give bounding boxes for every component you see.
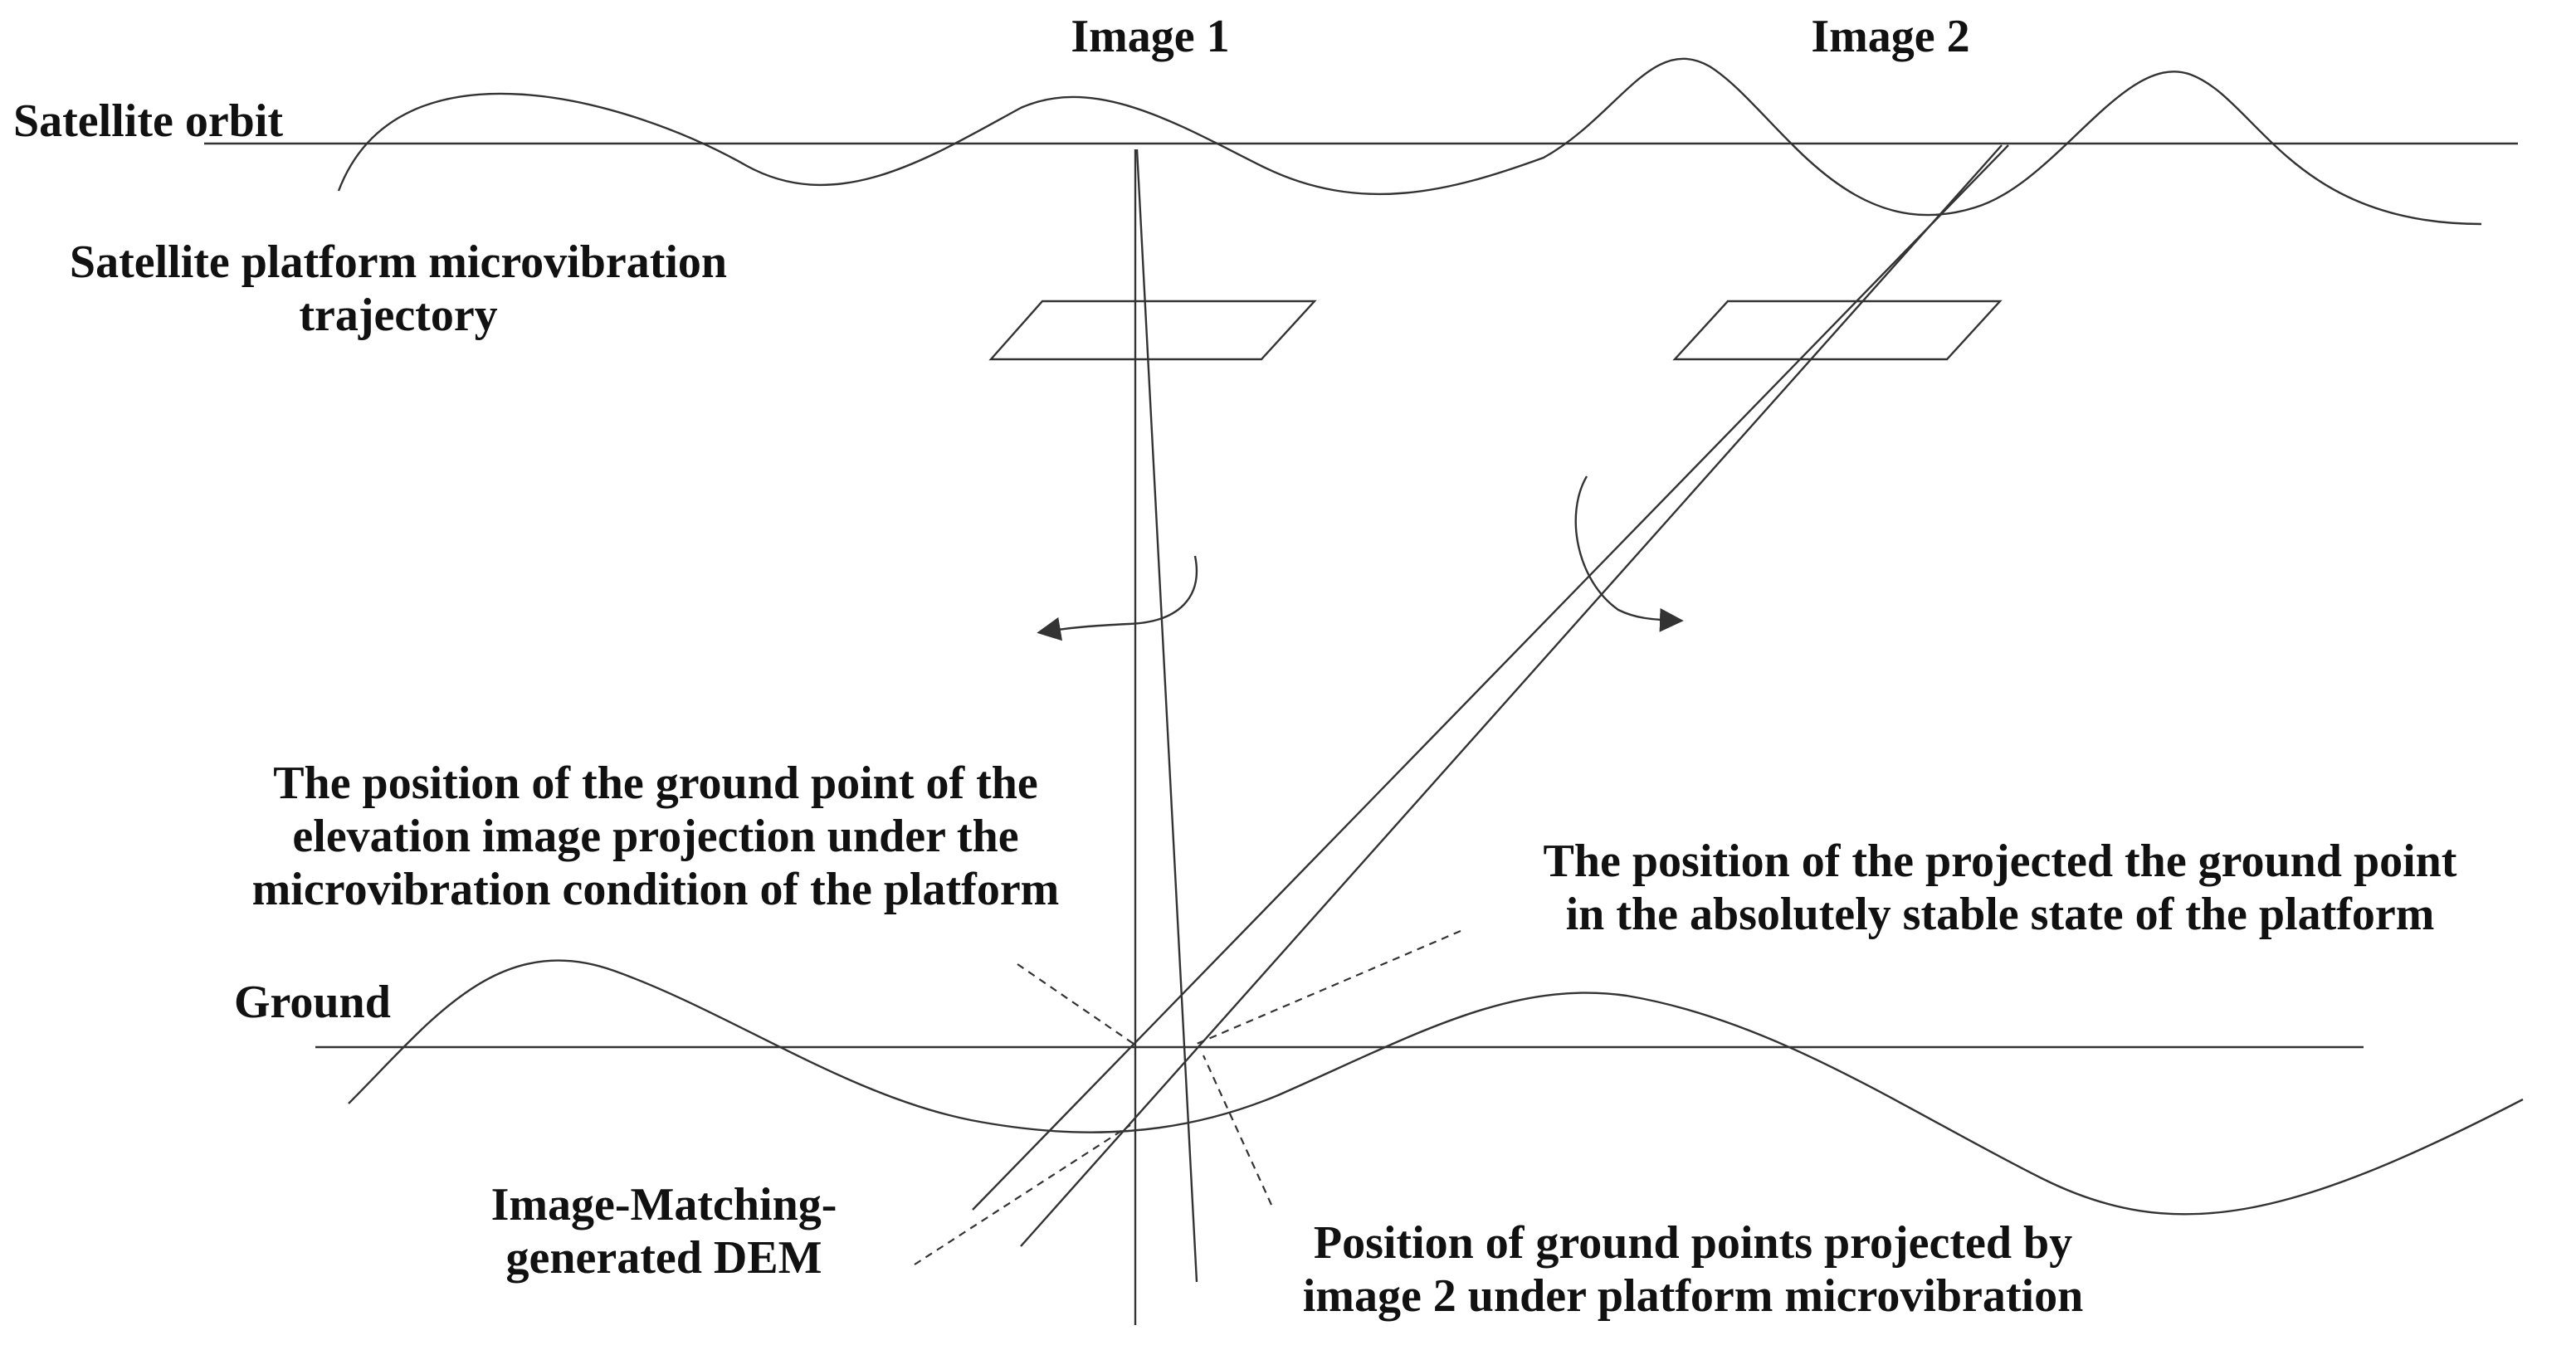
dem-label: Image-Matching- generated DEM [398, 1178, 929, 1284]
leader-microvibration-point [1017, 963, 1134, 1045]
leader-stable-point [1196, 929, 1461, 1045]
microvibration-trajectory-line-2: trajectory [299, 290, 498, 341]
image2-projection-line-1: Position of ground points projected by [1313, 1217, 2073, 1269]
image1-microvibration-ray [1135, 149, 1198, 1283]
microvibration-trajectory-curve [337, 57, 2482, 226]
dem-terrain-curve [348, 959, 2524, 1216]
ground-point-microvibration-label: The position of the ground point of the … [166, 757, 1145, 916]
satellite-orbit-label: Satellite orbit [13, 95, 284, 147]
ground-point-stable-line-1: The position of the projected the ground… [1543, 836, 2457, 887]
microvibration-trajectory-line-1: Satellite platform microvibration [69, 236, 728, 288]
ground-point-microvibration-line-1: The position of the ground point of the [273, 758, 1038, 809]
ground-point-microvibration-line-2: elevation image projection under the [292, 811, 1019, 862]
image2-sensor-plane [1672, 300, 2003, 361]
dem-line-1: Image-Matching- [490, 1179, 837, 1230]
image2-label: Image 2 [1811, 11, 1970, 62]
ground-point-stable-label: The position of the projected the ground… [1461, 835, 2539, 941]
image2-projection-label: Position of ground points projected by i… [1220, 1216, 2166, 1323]
image1-rotation-arrow [1037, 555, 1198, 641]
image2-stable-ray [972, 144, 2009, 1211]
leader-dem [914, 1124, 1131, 1265]
ground-label: Ground [234, 977, 391, 1028]
leader-image2-projection [1202, 1055, 1273, 1206]
ground-point-microvibration-line-3: microvibration condition of the platform [251, 864, 1060, 915]
image2-rotation-arrow [1574, 475, 1684, 632]
dem-line-2: generated DEM [505, 1232, 822, 1284]
image2-projection-line-2: image 2 under platform microvibration [1302, 1270, 2084, 1322]
ground-point-stable-line-2: in the absolutely stable state of the pl… [1565, 889, 2435, 940]
image1-label: Image 1 [1071, 11, 1230, 62]
image2-microvibration-ray [1020, 144, 2003, 1247]
image1-sensor-plane [988, 300, 1317, 361]
microvibration-trajectory-label: Satellite platform microvibration trajec… [8, 236, 788, 342]
